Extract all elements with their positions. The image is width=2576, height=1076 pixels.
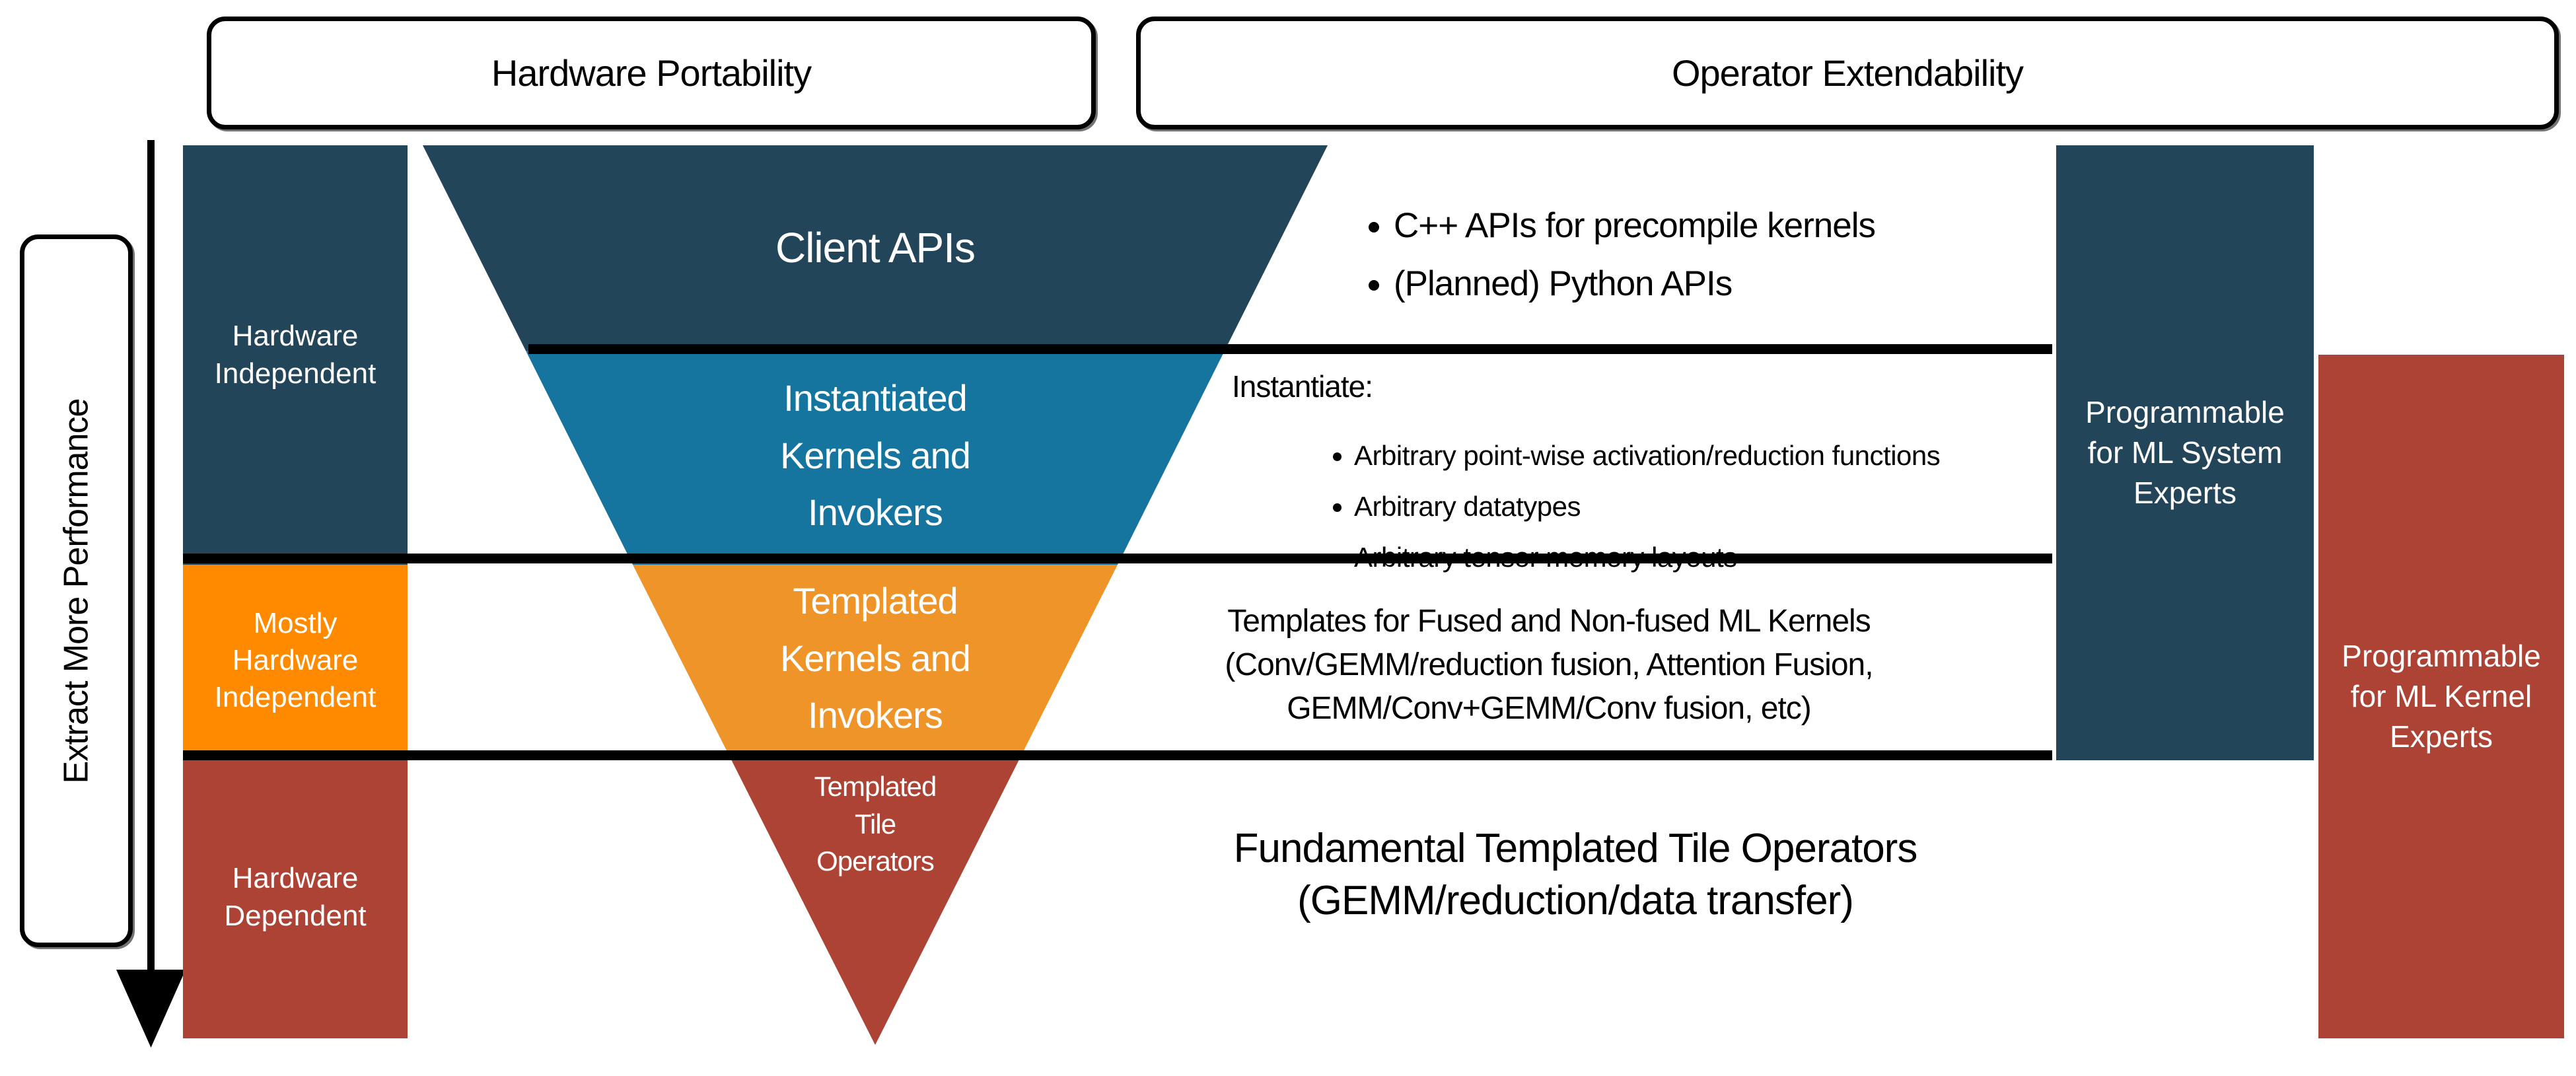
- hardware-dependent-label: Hardware Dependent: [224, 862, 367, 932]
- client-api-bullet-list: C++ APIs for precompile kernels (Planned…: [1354, 201, 2120, 318]
- instantiate-bullet-list: Arbitrary point-wise activation/reductio…: [1314, 435, 2120, 587]
- fundamental-description: Fundamental Templated Tile Operators (GE…: [1233, 826, 1918, 924]
- instantiate-heading: Instantiate:: [1232, 369, 1373, 404]
- performance-arrow-shaft: [147, 140, 155, 984]
- mostly-hardware-independent-label: Mostly Hardware Independent: [214, 606, 376, 714]
- operator-extendability-label: Operator Extendability: [1671, 52, 2024, 94]
- left-block-hardware-independent: Hardware Independent: [183, 145, 408, 565]
- ml-system-experts-label: Programmable for ML System Experts: [2085, 395, 2285, 510]
- instantiated-text: Instantiated Kernels and Invokers: [780, 377, 971, 534]
- operator-extendability-box: Operator Extendability: [1136, 17, 2559, 129]
- funnel-label-client-apis: Client APIs: [677, 172, 1073, 324]
- separator-line-3: [183, 750, 2052, 760]
- separator-line-1: [528, 344, 2052, 354]
- templates-description: Templates for Fused and Non-fused ML Ker…: [1225, 604, 1873, 727]
- separator-line-2: [183, 554, 2052, 563]
- ml-kernel-experts-label: Programmable for ML Kernel Experts: [2342, 639, 2541, 754]
- right-column-ml-kernel-experts: Programmable for ML Kernel Experts: [2318, 355, 2564, 1038]
- bullet-tensor-layouts: Arbitrary tensor memory layouts: [1354, 536, 2120, 578]
- funnel-label-instantiated: Instantiated Kernels and Invokers: [677, 360, 1073, 552]
- bullet-datatypes: Arbitrary datatypes: [1354, 485, 2120, 527]
- left-block-mostly-hardware-independent: Mostly Hardware Independent: [183, 565, 408, 756]
- funnel-label-templated: Templated Kernels and Invokers: [677, 569, 1073, 748]
- hardware-portability-box: Hardware Portability: [207, 17, 1096, 129]
- left-block-hardware-dependent: Hardware Dependent: [183, 756, 408, 1038]
- bullet-pointwise-functions: Arbitrary point-wise activation/reductio…: [1354, 435, 2120, 476]
- client-apis-text: Client APIs: [775, 224, 976, 271]
- funnel-level-client-shape: [423, 145, 1328, 351]
- tile-operators-text: Templated Tile Operators: [814, 770, 937, 877]
- funnel-label-tile-operators: Templated Tile Operators: [743, 765, 1007, 884]
- bullet-cpp-apis: C++ APIs for precompile kernels: [1394, 201, 2120, 250]
- hardware-portability-label: Hardware Portability: [491, 52, 812, 94]
- extract-more-performance-box: Extract More Performance: [20, 234, 133, 947]
- funnel-level-instantiated-shape: [526, 351, 1225, 565]
- bullet-python-apis: (Planned) Python APIs: [1394, 260, 2120, 308]
- funnel-level-templated-shape: [633, 565, 1118, 760]
- right-column-ml-system-experts: Programmable for ML System Experts: [2056, 145, 2314, 760]
- funnel-level-tile-shape: [731, 760, 1019, 1045]
- hardware-independent-label: Hardware Independent: [214, 320, 376, 390]
- templated-text: Templated Kernels and Invokers: [780, 579, 971, 736]
